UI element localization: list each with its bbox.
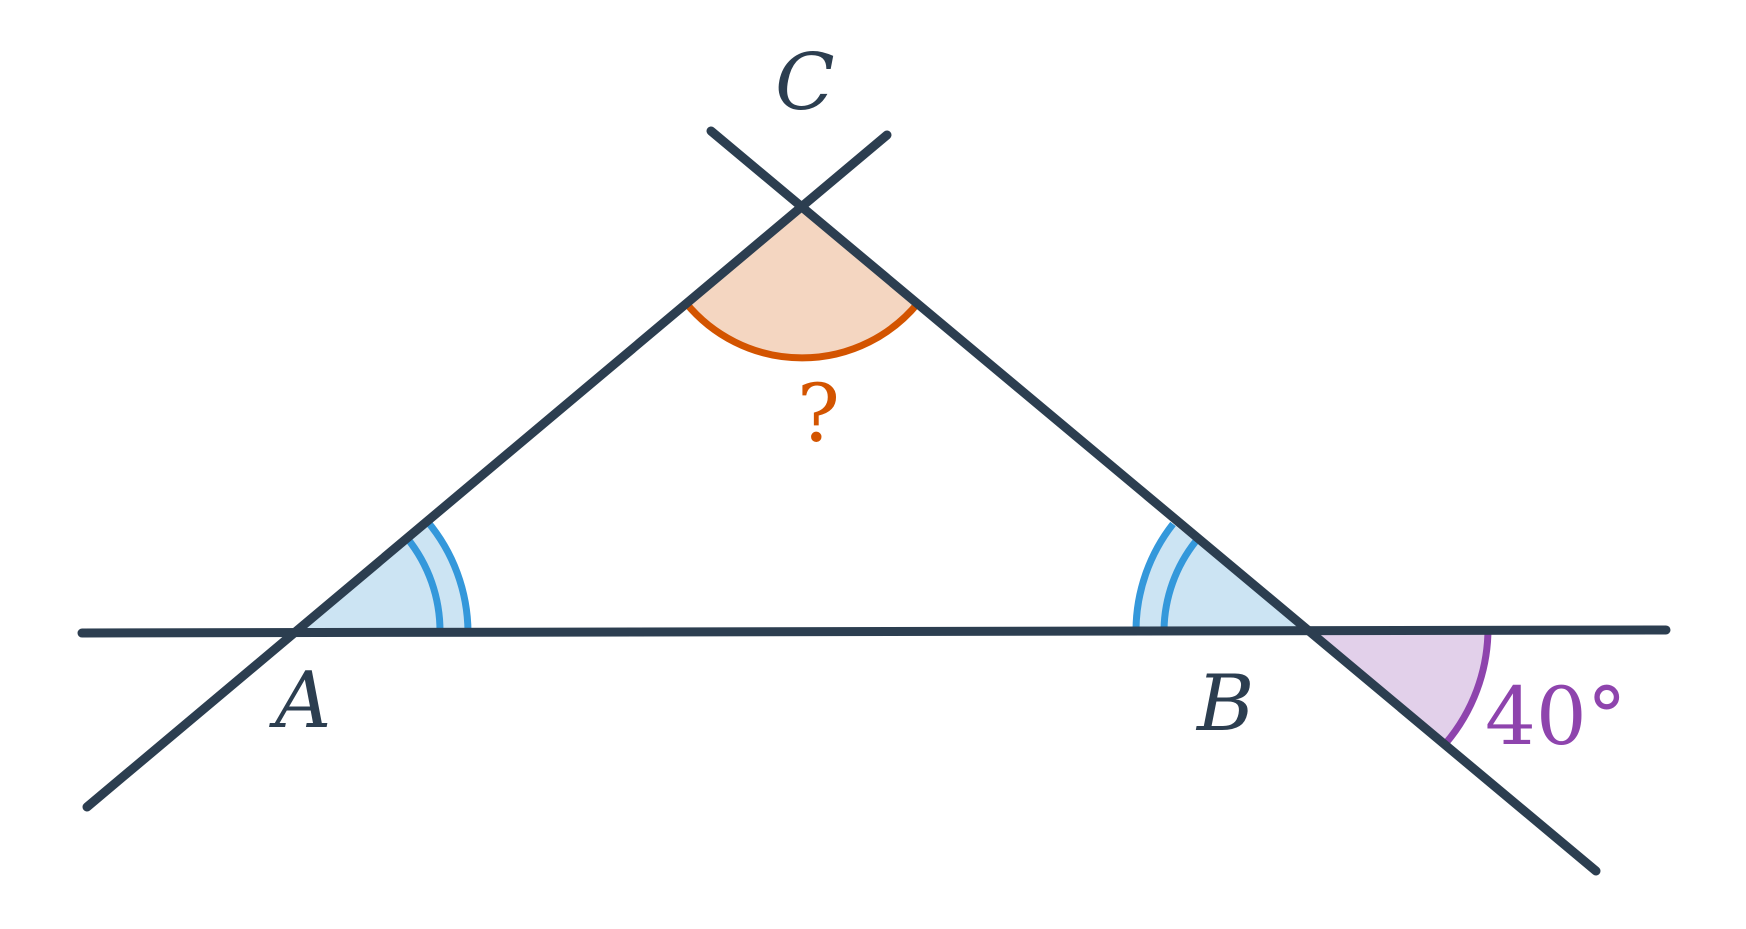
- vertex-label-a: A: [269, 656, 331, 746]
- exterior-angle-label: 40°: [1485, 670, 1627, 763]
- angle-c-fill: [686, 206, 918, 358]
- exterior-angle-b-fill: [1310, 630, 1488, 743]
- angle-a-arc-inner: [404, 535, 444, 633]
- line-ab: [77, 625, 1671, 638]
- angle-b-fill: [1136, 524, 1310, 630]
- vertex-label-b: B: [1195, 659, 1254, 749]
- line-ac: [82, 130, 892, 812]
- vertex-label-c: C: [775, 38, 835, 128]
- angle-a-fill: [294, 521, 468, 632]
- unknown-angle-label: ?: [797, 367, 840, 460]
- exterior-angle-b-arc: [1443, 629, 1492, 746]
- line-bc: [706, 126, 1601, 876]
- angle-b-arc-outer: [1132, 521, 1176, 631]
- angle-b-arc-inner: [1160, 538, 1199, 631]
- angle-c-arc: [683, 300, 921, 362]
- angle-a-arc-outer: [424, 518, 472, 633]
